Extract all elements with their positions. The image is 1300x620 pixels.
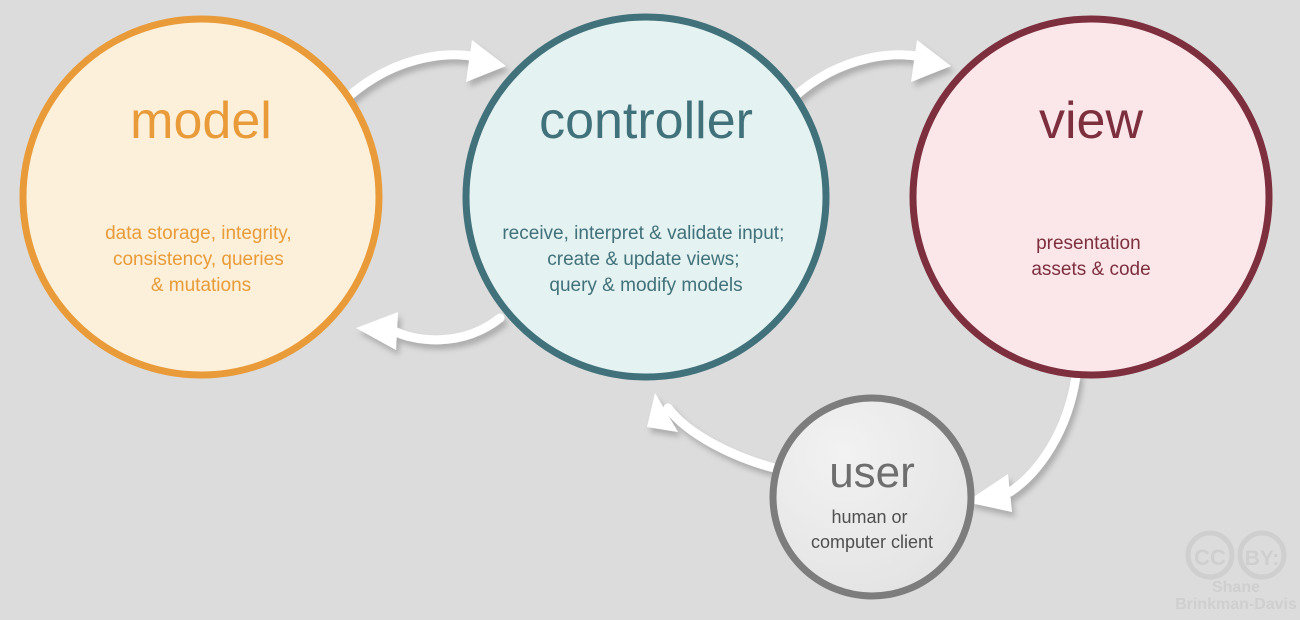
controller-body-line-1: receive, interpret & validate input; [502, 223, 784, 244]
cc-by-license-badge[interactable]: CC BY: Shane Brinkman-Davis [1175, 530, 1297, 613]
arrow-controller-to-view [788, 40, 951, 103]
node-controller[interactable]: controller receive, interpret & validate… [462, 13, 830, 381]
controller-body-line-2: create & update views; [547, 249, 739, 270]
cc-icon: CC [1185, 530, 1235, 580]
arrow-controller-to-model [356, 312, 505, 350]
view-body-line-1: presentation [1036, 233, 1141, 254]
user-body-line-2: computer client [811, 532, 933, 552]
attribution-line-2: Brinkman-Davis [1175, 596, 1297, 613]
model-title: model [130, 92, 272, 150]
node-view[interactable]: view presentation assets & code [909, 15, 1273, 379]
user-body-line-1: human or [831, 507, 907, 527]
view-circle[interactable] [909, 15, 1273, 379]
node-user[interactable]: user human or computer client [769, 394, 975, 600]
model-body: data storage, integrity, consistency, qu… [105, 223, 297, 296]
view-body: presentation assets & code [1031, 233, 1150, 280]
cc-icon-label: CC [1194, 545, 1226, 570]
by-icon: BY: [1237, 530, 1287, 580]
view-title: view [1039, 92, 1143, 150]
controller-circle[interactable] [462, 13, 830, 381]
attribution-line-1: Shane [1212, 579, 1260, 596]
controller-body: receive, interpret & validate input; cre… [502, 223, 789, 296]
by-icon-label: BY: [1245, 547, 1280, 570]
model-circle[interactable] [19, 15, 383, 379]
user-circle[interactable] [769, 394, 975, 600]
controller-body-line-3: query & modify models [549, 275, 742, 296]
arrow-user-to-controller [647, 393, 791, 476]
model-body-line-3: & mutations [151, 275, 251, 296]
user-body: human or computer client [811, 507, 933, 552]
node-model[interactable]: model data storage, integrity, consisten… [19, 15, 383, 379]
model-body-line-2: consistency, queries [113, 249, 284, 270]
view-body-line-2: assets & code [1031, 259, 1150, 280]
controller-title: controller [539, 92, 753, 150]
arrow-view-to-user [966, 371, 1081, 512]
arrow-model-to-controller [342, 40, 506, 103]
user-title: user [829, 448, 915, 497]
model-body-line-1: data storage, integrity, [105, 223, 292, 244]
